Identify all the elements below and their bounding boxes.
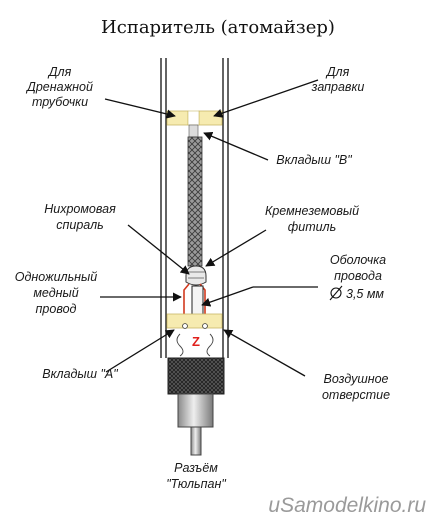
insert-b-right: [198, 110, 223, 126]
labels: Для Дренажной трубочки Для заправки Вкла…: [15, 65, 390, 491]
label-air-2: отверстие: [322, 388, 390, 402]
label-copper-3: провод: [36, 302, 77, 316]
label-conn-2: "Тюльпан": [166, 477, 226, 491]
label-refill-2: заправки: [311, 80, 365, 94]
diameter-icon: [329, 285, 343, 301]
label-sheath-2: провода: [334, 269, 382, 283]
drain-channel: [187, 110, 200, 126]
nichrome-coil: [185, 265, 207, 286]
z-mark: Z: [192, 334, 200, 349]
watermark: uSamodelkino.ru: [268, 494, 426, 517]
connector-pin: [190, 426, 202, 456]
label-copper-1: Одножильный: [15, 270, 97, 284]
label-wick-2: фитиль: [288, 220, 336, 234]
label-insert-b: Вкладыш "B": [276, 153, 352, 167]
label-insert-a: Вкладыш "A": [42, 367, 118, 381]
connector-body: [177, 393, 214, 428]
label-conn-1: Разъём: [174, 461, 218, 475]
wire-sheath: [191, 285, 204, 317]
label-coil-1: Нихромовая: [44, 202, 116, 216]
knurled-base: [167, 357, 225, 395]
insert-a: Z: [166, 313, 223, 357]
label-sheath-1: Оболочка: [330, 253, 386, 267]
label-copper-2: медный: [33, 286, 78, 300]
label-drain-3: трубочки: [32, 95, 88, 109]
outer-tube: [160, 58, 229, 358]
label-refill-1: Для: [325, 65, 350, 79]
insert-b: [166, 110, 223, 138]
label-drain-1: Для: [47, 65, 72, 79]
diagram-title: Испаритель (атомайзер): [101, 17, 335, 38]
insert-b-left: [166, 110, 189, 126]
label-coil-2: спираль: [56, 218, 103, 232]
label-sheath-3: 3,5 мм: [346, 287, 384, 301]
callout-lines: [100, 79, 319, 377]
label-air-1: Воздушное: [324, 372, 389, 386]
label-drain-2: Дренажной: [25, 80, 93, 94]
silica-wick: [187, 136, 203, 267]
label-wick-1: Кремнеземовый: [265, 204, 359, 218]
